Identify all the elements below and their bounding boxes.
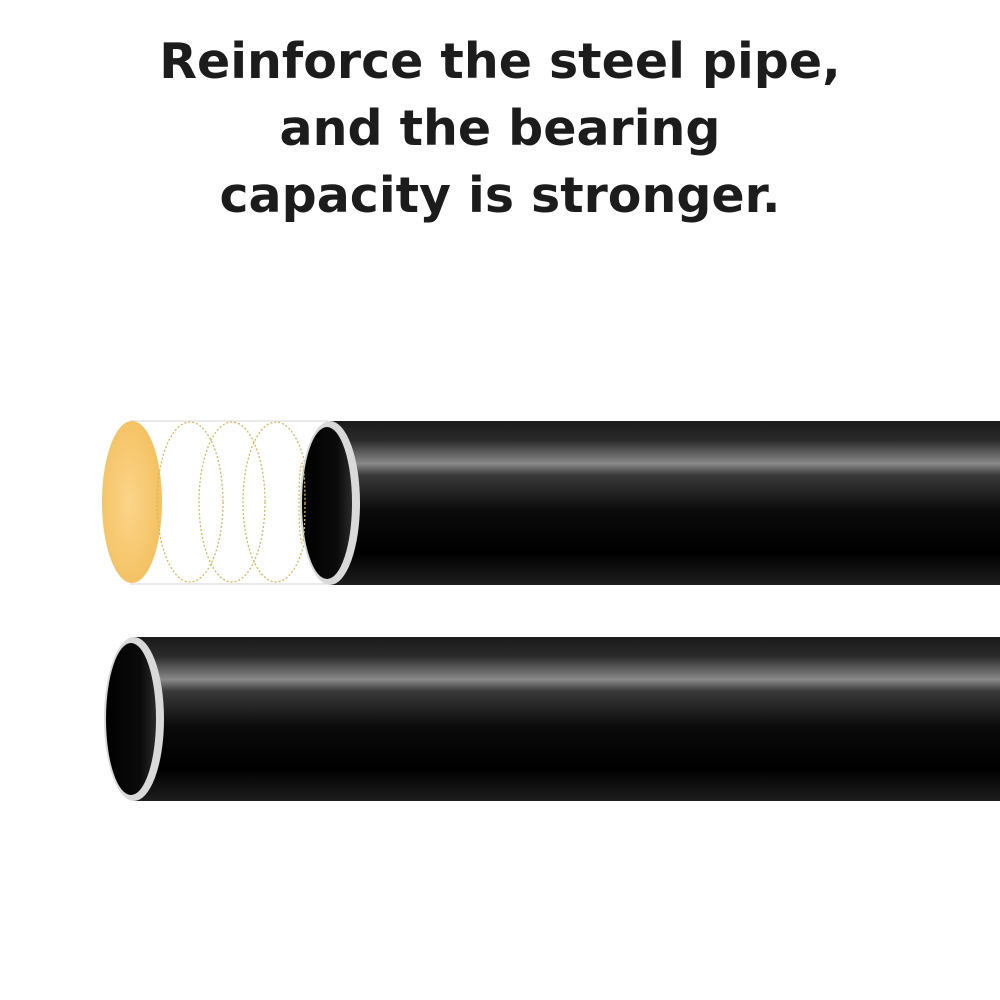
lower-pipe-body (134, 637, 1000, 801)
inner-ring (298, 462, 306, 544)
sleeve-outline (130, 420, 328, 585)
headline: Reinforce the steel pipe, and the bearin… (0, 28, 1000, 229)
plain-pipe (104, 637, 1000, 801)
reinforcement-disc (102, 421, 162, 583)
reinforced-pipe (102, 420, 1000, 585)
upper-pipe-body (330, 421, 1000, 585)
headline-line-3: capacity is stronger. (219, 167, 781, 224)
headline-line-2: and the bearing (279, 100, 721, 157)
reinforcement-ring-2 (198, 421, 266, 583)
upper-pipe-opening (302, 427, 352, 579)
reinforcement-ring-1 (156, 421, 224, 583)
lower-pipe-opening (106, 643, 156, 795)
headline-line-1: Reinforce the steel pipe, (159, 33, 841, 90)
